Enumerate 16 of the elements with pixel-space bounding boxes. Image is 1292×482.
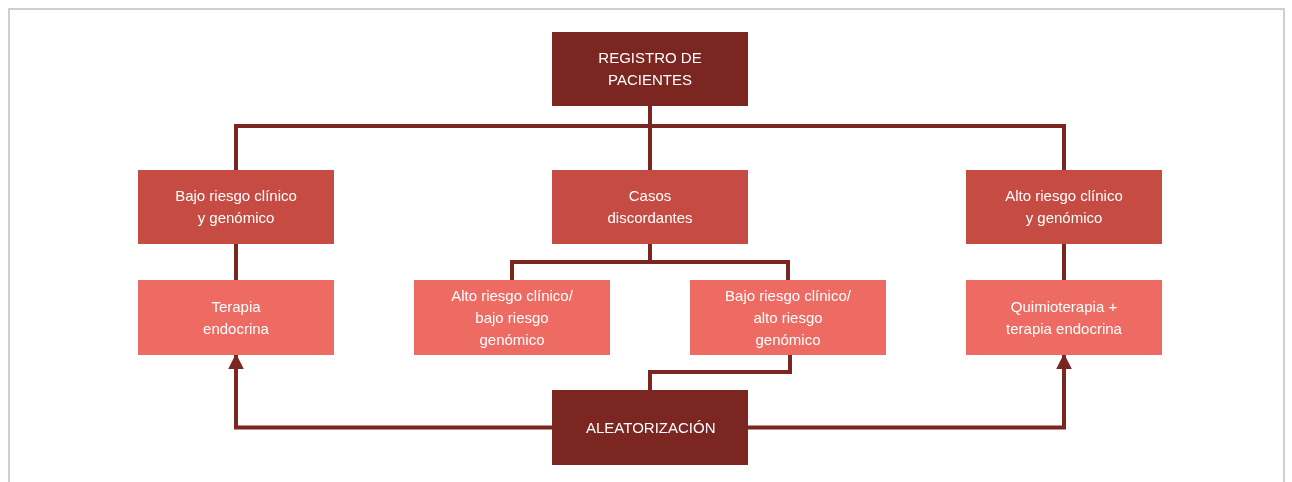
process-box: REGISTRO DE PACIENTES <box>552 32 748 106</box>
treatment-box: Alto riesgo clínico/ bajo riesgo genómico <box>414 280 610 355</box>
connector-line <box>648 355 792 390</box>
arrow <box>748 353 1072 430</box>
arrow <box>228 353 552 430</box>
connector-line <box>648 106 1066 170</box>
treatment-box: Quimioterapia + terapia endocrina <box>966 280 1162 355</box>
category-box: Alto riesgo clínico y genómico <box>966 170 1162 244</box>
treatment-box: Bajo riesgo clínico/ alto riesgo genómico <box>690 280 886 355</box>
process-box: ALEATORIZACIÓN <box>552 390 748 465</box>
category-box: Casos discordantes <box>552 170 748 244</box>
connector-line <box>1062 244 1066 280</box>
connector-line <box>648 244 790 280</box>
connector-line <box>234 244 238 280</box>
category-box: Bajo riesgo clínico y genómico <box>138 170 334 244</box>
treatment-box: Terapia endocrina <box>138 280 334 355</box>
